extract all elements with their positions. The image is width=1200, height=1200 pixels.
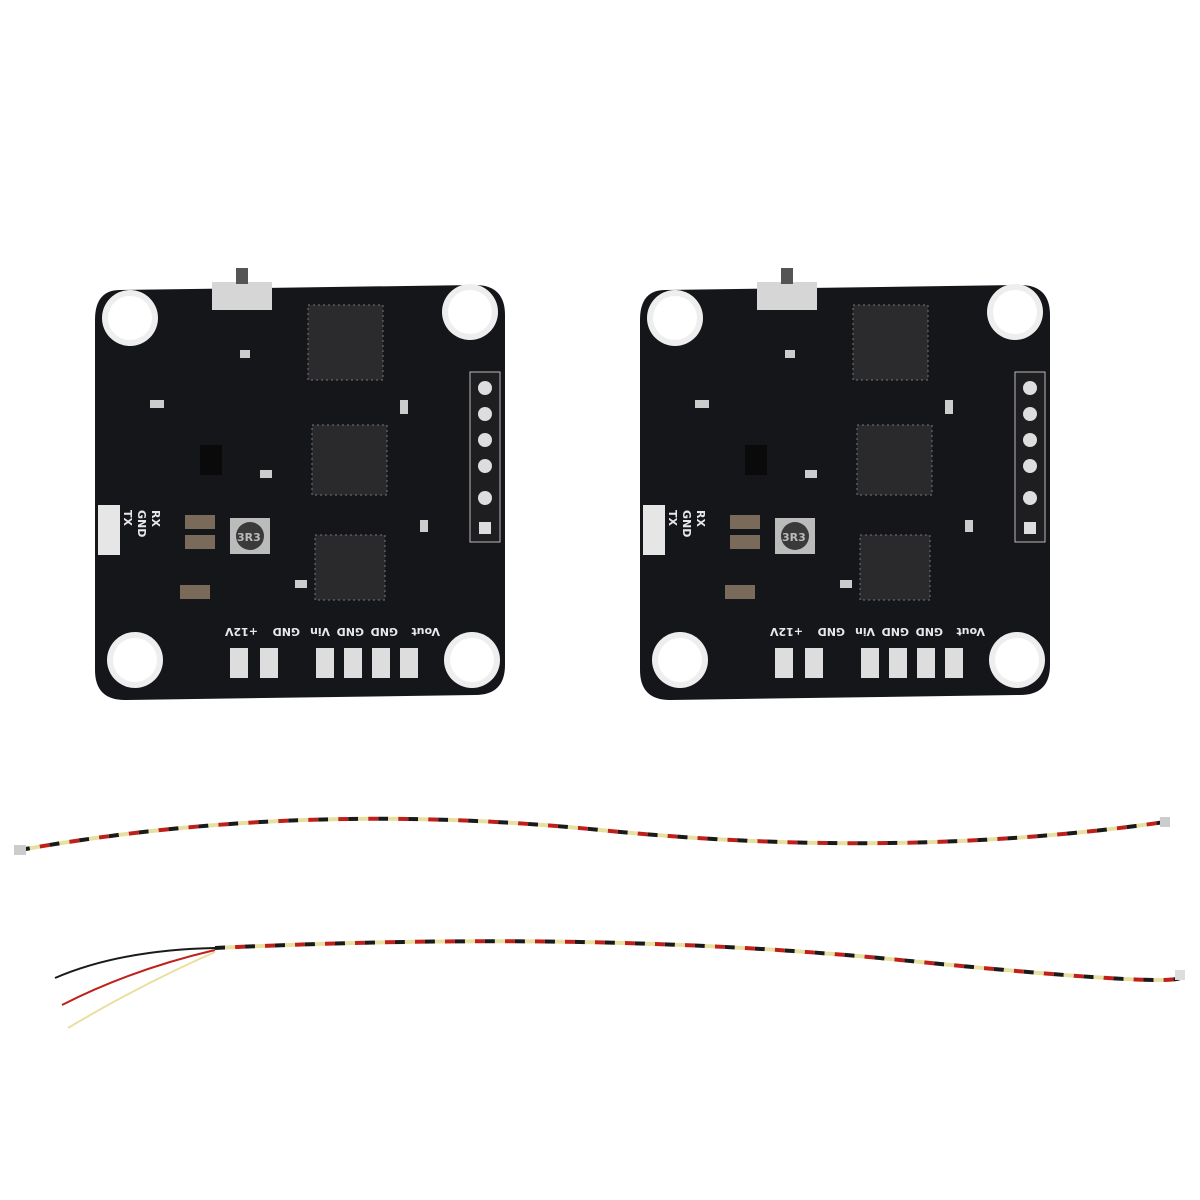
inductor-marking: 3R3	[782, 531, 806, 544]
connector-plug	[1160, 817, 1170, 827]
uart-label-rx: RX	[149, 510, 162, 527]
pad-label-vout: Vout	[956, 625, 985, 638]
twisted-cable-bottom	[54, 939, 1185, 1029]
pcb-board-left: RX GND TX 3R3 +12V GND Vin GND GND Vout	[94, 267, 506, 701]
pad-label-gnd-1: GND	[882, 625, 909, 638]
uart-label-tx: TX	[666, 510, 679, 527]
pad-label-vin: Vin	[855, 625, 875, 638]
power-label-12v: +12V	[224, 625, 258, 638]
pad-label-gnd-1: GND	[337, 625, 364, 638]
twisted-cable-top	[14, 816, 1170, 855]
pad-label-gnd-2: GND	[371, 625, 398, 638]
inductor-marking: 3R3	[237, 531, 261, 544]
connector-plug	[1175, 970, 1185, 980]
pad-label-gnd-2: GND	[916, 625, 943, 638]
uart-label-gnd: GND	[680, 510, 693, 537]
power-label-gnd: GND	[273, 625, 300, 638]
power-label-12v: +12V	[769, 625, 803, 638]
pad-label-vin: Vin	[310, 625, 330, 638]
uart-label-tx: TX	[121, 510, 134, 527]
uart-label-rx: RX	[694, 510, 707, 527]
pad-label-vout: Vout	[411, 625, 440, 638]
pcb-board-right: RX GND TX 3R3 +12V GND Vin GND GND Vout	[639, 267, 1051, 701]
uart-label-gnd: GND	[135, 510, 148, 537]
power-label-gnd: GND	[818, 625, 845, 638]
connector-plug	[14, 845, 26, 855]
